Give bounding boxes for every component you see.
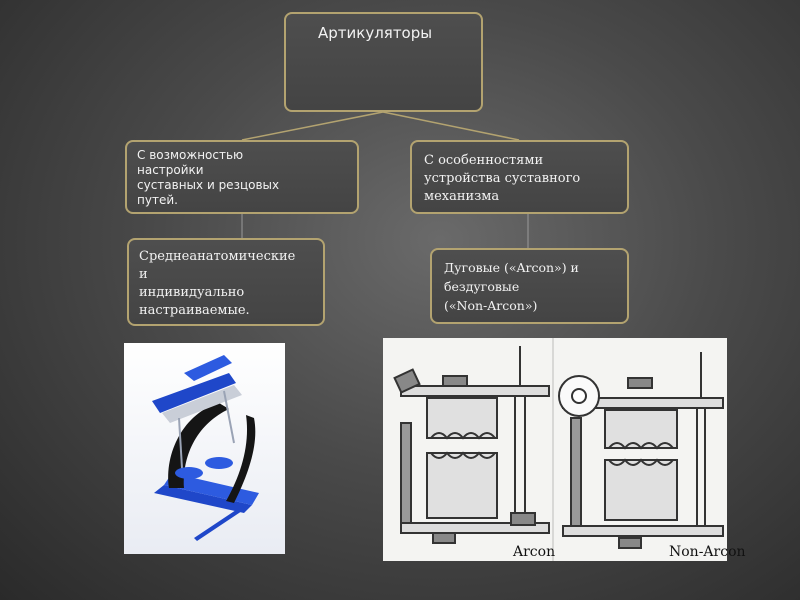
left-child-label: Среднеанатомические и индивидуально наст… bbox=[139, 249, 296, 318]
right-child-label: Дуговые («Arcon») и бездуговые («Non-Arc… bbox=[444, 260, 579, 313]
arcon-caption: Arcon bbox=[513, 544, 556, 560]
root-node: Артикуляторы bbox=[284, 12, 483, 112]
non-arcon-caption: Non-Arcon bbox=[669, 544, 746, 560]
left-branch-node: С возможностью настройки суставных и рез… bbox=[125, 140, 359, 214]
arcon-comparison-drawing bbox=[383, 338, 727, 561]
right-branch-label: С особенностями устройства суставного ме… bbox=[424, 153, 581, 204]
left-child-node: Среднеанатомические и индивидуально наст… bbox=[127, 238, 325, 326]
articulator-photo bbox=[124, 343, 285, 554]
right-branch-node: С особенностями устройства суставного ме… bbox=[410, 140, 629, 214]
root-node-label: Артикуляторы bbox=[318, 24, 433, 42]
right-child-node: Дуговые («Arcon») и бездуговые («Non-Arc… bbox=[430, 248, 629, 324]
left-branch-label: С возможностью настройки суставных и рез… bbox=[137, 148, 280, 207]
